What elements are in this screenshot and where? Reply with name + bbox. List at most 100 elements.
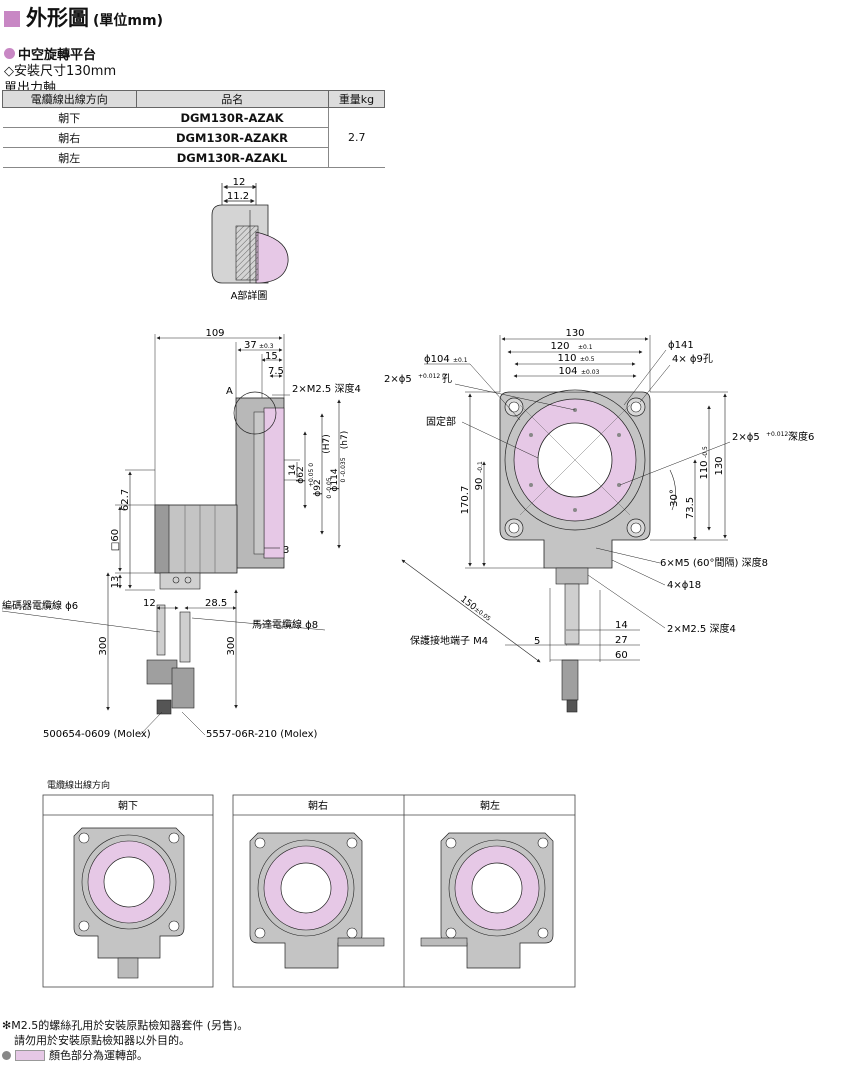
front-view: 130 120 ±0.1 110 ±0.5 104 ±0.03 ϕ104 ±0.… — [384, 328, 814, 713]
th-weight: 重量kg — [328, 90, 385, 108]
legend: 顏色部分為運轉部。 — [2, 1048, 248, 1063]
dot-icon — [4, 48, 15, 59]
panel-left-title: 朝左 — [480, 799, 500, 812]
dim-phi104-tol: ±0.1 — [453, 357, 468, 364]
page-title: 外形圖 — [26, 6, 89, 30]
detail-a: 12 11.2 A部詳圖 — [211, 177, 289, 302]
pin-holes-suffix: 孔 — [442, 373, 452, 385]
note-2: 請勿用於安裝原點檢知器以外目的。 — [14, 1034, 190, 1047]
connector-2: 5557-06R-210 (Molex) — [206, 729, 318, 740]
dim-7-5: 7.5 — [268, 366, 284, 377]
th-direction: 電纜線出線方向 — [2, 90, 137, 108]
panel-down-title: 朝下 — [118, 800, 138, 812]
pin-holes: 2×ϕ5 — [384, 374, 412, 385]
dim-110-v: 110 — [699, 460, 710, 479]
table-row: 朝右 DGM130R-AZAKR — [2, 127, 385, 148]
dim-phi92: ϕ92 — [313, 479, 323, 496]
dim-27: 27 — [615, 635, 628, 646]
pin-depth-suffix: 深度6 — [788, 430, 814, 443]
detail-dim-11-2: 11.2 — [227, 191, 249, 202]
dim-37-tol: ±0.3 — [259, 343, 274, 350]
panel-down-diagram — [73, 827, 185, 979]
dim-37: 37 — [244, 340, 257, 351]
dim-phi62-tol: +0.05 0 — [308, 463, 315, 487]
panel-left-diagram — [420, 832, 554, 969]
cell-direction: 朝左 — [2, 147, 136, 168]
cable-direction-title: 電纜線出線方向 — [47, 781, 111, 791]
install-size: ◇安裝尺寸130mm — [4, 64, 117, 79]
tap-m25-side: 2×M2.5 深度4 — [292, 382, 361, 395]
dim-phi141: ϕ141 — [668, 340, 694, 351]
legend-text: 顏色部分為運轉部。 — [49, 1049, 148, 1062]
dim-phi114-fit: (h7) — [340, 431, 350, 449]
dim-110-v-tol: -0.5 — [702, 446, 709, 458]
dim-60: 60 — [615, 650, 628, 661]
pin-depth-tol: +0.012 0 — [766, 431, 794, 438]
cell-model: DGM130R-AZAKL — [136, 147, 329, 168]
note-1: ✻M2.5的螺絲孔用於安裝原點檢知器套件 (另售)。 — [2, 1019, 249, 1032]
dim-14-side: 14 — [288, 464, 298, 476]
table-row: 朝下 DGM130R-AZAK 2.7 — [2, 107, 385, 168]
dim-110-tol: ±0.5 — [580, 356, 595, 363]
dim-phi92-tol: 0 -0.05 — [326, 477, 333, 498]
ground-terminal: 保護接地端子 M4 — [410, 634, 488, 647]
panel-right-title: 朝右 — [308, 799, 328, 812]
dim-109: 109 — [205, 328, 224, 339]
dim-120-tol: ±0.1 — [578, 344, 593, 351]
legend-swatch — [15, 1050, 45, 1061]
dim-90-tol: -0.1 — [477, 461, 484, 473]
spec-table: 電纜線出線方向 品名 重量kg 朝下 DGM130R-AZAK 2.7 朝右 D… — [2, 90, 385, 168]
dim-104: 104 — [558, 366, 577, 377]
th-model: 品名 — [135, 90, 329, 108]
product-type: 中空旋轉平台 — [18, 48, 97, 63]
cell-model: DGM130R-AZAKR — [136, 127, 329, 148]
dim-170-7: 170.7 — [460, 486, 471, 515]
dim-12: 12 — [143, 598, 156, 609]
cell-model: DGM130R-AZAK — [136, 107, 329, 128]
notes: ✻M2.5的螺絲孔用於安裝原點檢知器套件 (另售)。 請勿用於安裝原點檢知器以外… — [2, 1018, 248, 1063]
dim-14-front: 14 — [615, 620, 628, 631]
fixed-part: 固定部 — [426, 415, 456, 428]
phi18: 4×ϕ18 — [667, 580, 701, 591]
dim-104-tol: ±0.03 — [581, 369, 600, 376]
detail-caption: A部詳圖 — [231, 289, 268, 302]
dim-13: 13 — [110, 576, 121, 589]
dim-90: 90 — [474, 478, 485, 491]
dim-130-v: 130 — [714, 456, 725, 475]
cell-direction: 朝下 — [2, 107, 136, 128]
dim-sq60: □60 — [110, 529, 121, 551]
title-square-icon — [4, 11, 20, 27]
dim-phi114-tol: 0 -0.035 — [340, 457, 347, 482]
holes-4: 4× ϕ9孔 — [672, 353, 713, 365]
dim-phi114: ϕ114 — [330, 468, 340, 491]
dim-62-7: 62.7 — [120, 489, 131, 511]
table-row: 朝左 DGM130R-AZAKL — [2, 147, 385, 168]
unit-label: (單位mm) — [93, 13, 163, 29]
dim-73-5: 73.5 — [685, 497, 696, 519]
pin-holes-tol: +0.012 0 — [418, 373, 446, 380]
motor-cable-label: 馬達電纜線 ϕ8 — [252, 618, 318, 631]
label-a: A — [226, 386, 233, 397]
cell-weight: 2.7 — [328, 107, 385, 168]
dim-130: 130 — [565, 328, 584, 339]
len-300-motor: 300 — [226, 636, 237, 655]
panel-right-diagram — [249, 832, 385, 969]
legend-dot-icon — [2, 1051, 11, 1060]
tap-m25-front: 2×M2.5 深度4 — [667, 622, 736, 635]
encoder-cable-label: 編碼器電纜線 ϕ6 — [2, 599, 78, 612]
product-type-row: 中空旋轉平台 — [4, 44, 163, 63]
dim-120: 120 — [550, 341, 569, 352]
connector-1: 500654-0609 (Molex) — [43, 729, 151, 740]
side-view: A 109 37 ±0.3 15 7.5 2×M2.5 深度4 62.7 □60… — [1, 328, 361, 740]
dim-110: 110 — [557, 353, 576, 364]
dim-phi62: ϕ62 — [296, 466, 306, 483]
len-300-enc: 300 — [98, 636, 109, 655]
dim-3: 3 — [283, 545, 289, 556]
dim-phi104: ϕ104 — [424, 354, 450, 365]
dim-phi62-fit: (H7) — [322, 434, 332, 454]
dim-5: 5 — [534, 636, 540, 647]
dim-28-5: 28.5 — [205, 598, 227, 609]
dim-15: 15 — [265, 351, 278, 362]
m5-holes: 6×M5 (60°間隔) 深度8 — [660, 556, 768, 569]
